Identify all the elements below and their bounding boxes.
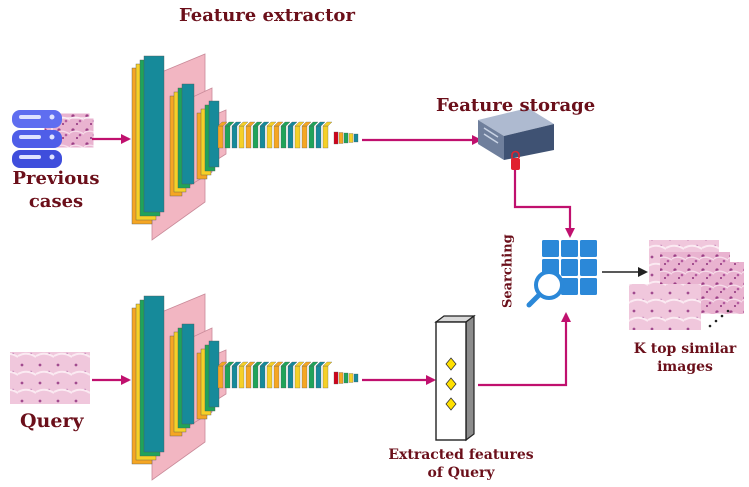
arrow-vector-to-search (478, 312, 571, 387)
cnn-block-icon (131, 53, 359, 241)
tissue-image-icon (629, 240, 744, 330)
database-icon (12, 110, 95, 168)
label-previous-cases: Previous cases (12, 168, 100, 212)
server-icon (478, 108, 554, 170)
magnifier-icon (526, 270, 564, 308)
label-query: Query (20, 410, 84, 432)
cnn-block-icon (131, 293, 359, 481)
label-feature-storage: Feature storage (436, 95, 596, 116)
label-extracted-features: Extracted features of Query (388, 447, 534, 482)
feature-vector-icon (434, 314, 476, 442)
flow-arrows (92, 134, 575, 387)
tissue-image-icon (10, 352, 90, 404)
label-k-top-similar: K top similar images (633, 341, 737, 376)
arrow-storage-to-search (513, 170, 575, 238)
label-searching: Searching (500, 234, 516, 309)
title-feature-extractor: Feature extractor (179, 5, 355, 26)
